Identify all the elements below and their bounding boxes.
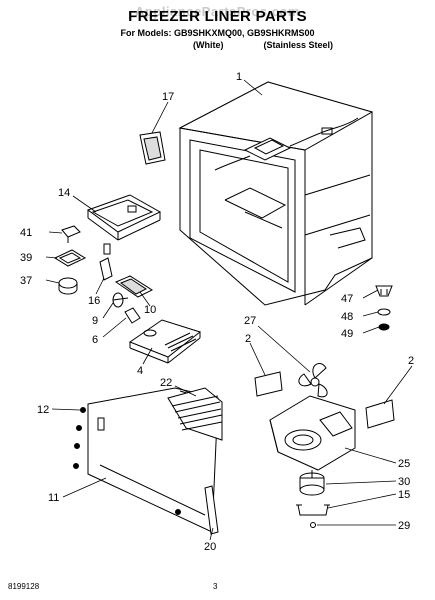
callout-2-right: 2 [408, 355, 414, 367]
variant-labels: (White) (Stainless Steel) [193, 40, 333, 50]
model-list: For Models: GB9SHKXMQ00, GB9SHKRMS00 [120, 28, 315, 38]
leader-lines [45, 79, 413, 541]
component-41 [61, 225, 81, 243]
document-number: 8199128 [8, 582, 40, 591]
variant-stainless: (Stainless Steel) [263, 40, 333, 50]
page-title: FREEZER LINER PARTS [128, 8, 307, 25]
pad-part [139, 131, 166, 165]
callout-9: 9 [92, 315, 98, 327]
screw-set-12 [73, 407, 181, 515]
callout-11: 11 [48, 492, 59, 504]
callout-numbers: 1 17 14 41 39 37 16 9 6 10 4 47 48 49 27… [20, 71, 414, 553]
knob-47 [375, 285, 393, 297]
pad-2-right [365, 399, 395, 429]
motor-30 [299, 470, 325, 496]
component-39 [53, 249, 87, 267]
callout-39: 39 [20, 252, 32, 264]
callout-10: 10 [144, 304, 156, 316]
callout-25: 25 [398, 458, 410, 470]
cap-49 [378, 323, 390, 331]
callout-12: 12 [37, 404, 49, 416]
component-16 [99, 257, 113, 281]
cover-part-4 [128, 319, 202, 364]
callout-41: 41 [20, 227, 32, 239]
callout-15: 15 [398, 489, 410, 501]
callout-22: 22 [160, 377, 172, 389]
callout-14: 14 [58, 187, 70, 199]
page-number: 3 [213, 582, 218, 591]
component-10 [114, 275, 154, 298]
screw-29 [310, 522, 316, 528]
washer-48 [377, 308, 391, 316]
component-6 [124, 307, 141, 324]
callout-48: 48 [341, 311, 353, 323]
callout-17: 17 [162, 91, 174, 103]
freezer-liner-part [178, 81, 374, 306]
component-37 [58, 277, 78, 295]
callout-37: 37 [20, 275, 32, 287]
callout-47: 47 [341, 293, 353, 305]
pad-2-left [254, 371, 283, 397]
fan-housing-25 [269, 395, 356, 471]
callout-27: 27 [244, 315, 256, 327]
motor-bracket-15 [296, 504, 330, 516]
variant-white: (White) [193, 40, 224, 50]
strip-20 [204, 485, 219, 535]
grille-22 [167, 387, 223, 441]
callout-6: 6 [92, 334, 98, 346]
watermark: AppliancePartsPros.com [135, 4, 300, 19]
callout-16: 16 [88, 295, 100, 307]
callout-4: 4 [137, 365, 143, 377]
component-9 [112, 292, 129, 308]
fan-blade-27 [298, 363, 328, 398]
bracket-part [86, 194, 162, 255]
callout-1: 1 [236, 71, 242, 83]
callout-20: 20 [204, 541, 216, 553]
callout-29: 29 [398, 520, 410, 532]
callout-49: 49 [341, 328, 353, 340]
callout-30: 30 [398, 476, 410, 488]
callout-2-left: 2 [245, 333, 251, 345]
